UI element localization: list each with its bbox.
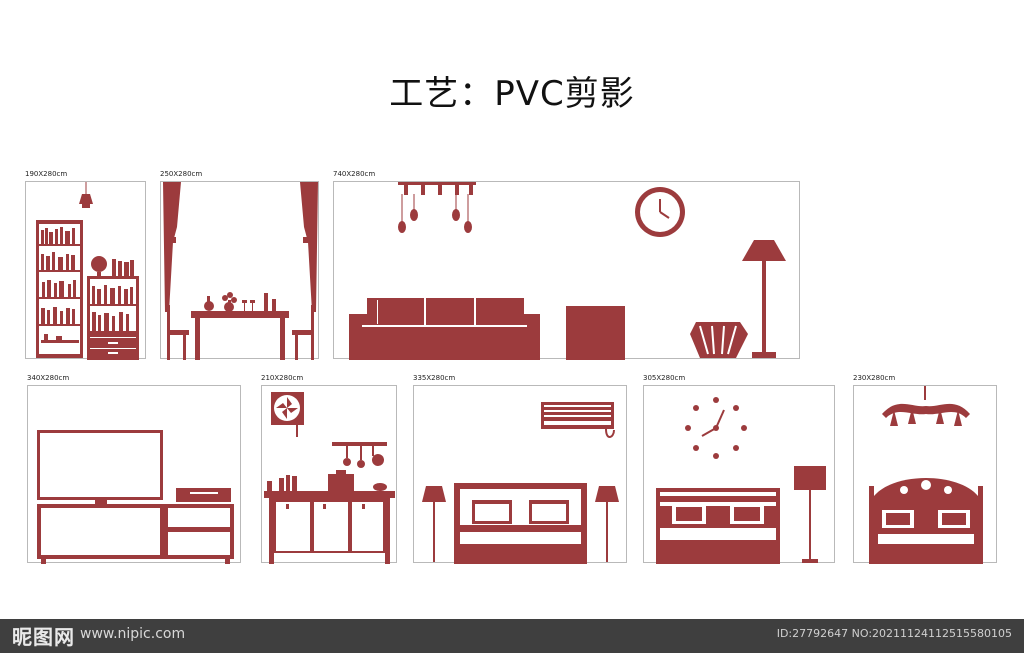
panel-kitchen bbox=[261, 385, 397, 564]
kitchen-icon bbox=[264, 392, 395, 564]
panel-living bbox=[333, 181, 800, 360]
panel-bookshelf bbox=[25, 181, 146, 360]
bookshelf-room-icon bbox=[36, 182, 139, 360]
tv-cabinet-icon bbox=[37, 430, 234, 564]
panel-bedroom-1 bbox=[413, 385, 627, 564]
watermark-id: ID:27792647 NO:20211124112515580105 bbox=[776, 627, 1012, 640]
panel-bedroom-2 bbox=[643, 385, 835, 564]
watermark-brand: 昵图网 bbox=[12, 625, 75, 649]
panel-tv bbox=[27, 385, 241, 564]
panel-4-dimension: 340X280cm bbox=[27, 374, 70, 382]
panel-8-dimension: 230X280cm bbox=[853, 374, 896, 382]
panel-dining bbox=[160, 181, 319, 360]
panel-6-dimension: 335X280cm bbox=[413, 374, 456, 382]
panel-7-dimension: 305X280cm bbox=[643, 374, 686, 382]
panel-bedroom-3 bbox=[853, 385, 997, 564]
panel-1-dimension: 190X280cm bbox=[25, 170, 68, 178]
living-room-icon bbox=[349, 182, 786, 360]
panel-5-dimension: 210X280cm bbox=[261, 374, 304, 382]
page-title: 工艺：PVC剪影 bbox=[389, 74, 635, 114]
watermark-url: www.nipic.com bbox=[80, 626, 186, 642]
bedroom-clock-icon bbox=[656, 397, 826, 564]
bedroom-aircon-icon bbox=[422, 402, 619, 564]
dining-room-icon bbox=[163, 182, 318, 360]
panel-2-dimension: 250X280cm bbox=[160, 170, 203, 178]
bedroom-chandelier-icon bbox=[869, 386, 983, 564]
watermark-bar bbox=[0, 619, 1024, 653]
panel-3-dimension: 740X280cm bbox=[333, 170, 376, 178]
